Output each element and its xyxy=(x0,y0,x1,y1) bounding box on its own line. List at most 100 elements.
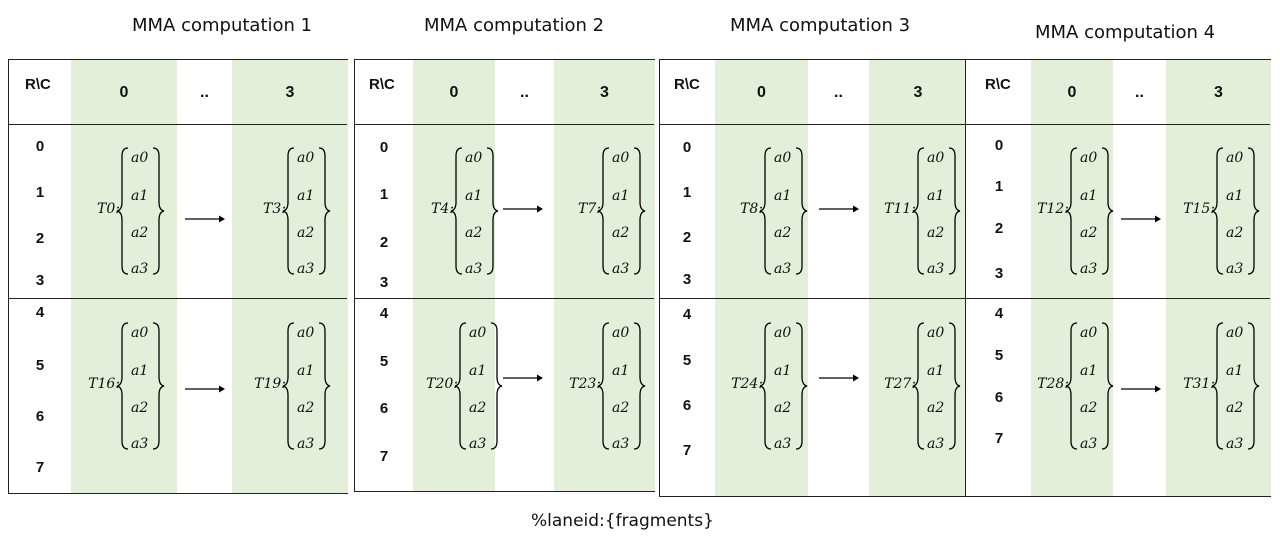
row-label-7: 7 xyxy=(682,442,692,459)
fragment-group: T12: a0 a1 a2 a3 xyxy=(1033,146,1123,277)
col-header-0: 0 xyxy=(449,84,459,101)
row-label-1: 1 xyxy=(379,186,389,203)
rc-header: R\C xyxy=(25,76,51,93)
fragment-label: a3 xyxy=(469,436,487,452)
fragment-label: a3 xyxy=(1080,436,1098,452)
row-label-6: 6 xyxy=(379,400,389,417)
arrow-icon xyxy=(185,385,225,393)
fragment-label: a3 xyxy=(612,261,630,277)
thread-label: T27: xyxy=(884,376,916,392)
fragment-label: a1 xyxy=(1080,188,1098,204)
fragment-label: a0 xyxy=(1226,150,1244,166)
fragment-label: a3 xyxy=(297,261,315,277)
col-header-dots: .. xyxy=(520,84,529,101)
brace-icon xyxy=(282,147,331,275)
brace-icon xyxy=(912,322,961,450)
thread-label: T8: xyxy=(740,201,763,217)
row-label-0: 0 xyxy=(682,139,692,156)
fragment-label: a0 xyxy=(131,325,149,341)
row-label-6: 6 xyxy=(994,389,1004,406)
fragment-label: a0 xyxy=(1080,150,1098,166)
fragment-label: a0 xyxy=(465,150,483,166)
fragment-label: a2 xyxy=(469,400,487,416)
thread-label: T4: xyxy=(431,201,454,217)
fragment-label: a1 xyxy=(297,363,315,379)
thread-label: T28: xyxy=(1037,376,1069,392)
fragment-label: a1 xyxy=(927,363,945,379)
row-label-6: 6 xyxy=(35,408,45,425)
row-label-2: 2 xyxy=(379,234,389,251)
row-label-7: 7 xyxy=(35,459,45,476)
row-label-2: 2 xyxy=(35,230,45,247)
col-header-3: 3 xyxy=(1214,84,1223,101)
row-label-3: 3 xyxy=(682,271,692,288)
fragment-label: a0 xyxy=(131,150,149,166)
fragment-label: a1 xyxy=(927,188,945,204)
col-header-0: 0 xyxy=(757,84,766,101)
rc-header: R\C xyxy=(674,76,700,93)
thread-label: T23: xyxy=(569,376,601,392)
brace-icon xyxy=(282,322,331,450)
fragment-label: a0 xyxy=(612,150,630,166)
thread-label: T7: xyxy=(578,201,601,217)
row-label-3: 3 xyxy=(994,265,1004,282)
thread-label: T16: xyxy=(88,376,120,392)
fragment-label: a0 xyxy=(927,150,945,166)
fragment-label: a3 xyxy=(131,436,149,452)
arrow-icon xyxy=(503,205,543,213)
thread-label: T15: xyxy=(1183,201,1215,217)
fragment-label: a1 xyxy=(131,363,149,379)
fragment-label: a3 xyxy=(131,261,149,277)
thread-label: T11: xyxy=(884,201,916,217)
fragment-label: a2 xyxy=(297,225,315,241)
fragment-label: a3 xyxy=(927,436,945,452)
fragment-label: a3 xyxy=(1226,261,1244,277)
row-label-4: 4 xyxy=(379,305,389,322)
fragment-label: a0 xyxy=(612,325,630,341)
fragment-label: a1 xyxy=(612,188,630,204)
brace-icon xyxy=(1211,147,1260,275)
brace-icon xyxy=(1065,147,1114,275)
brace-icon xyxy=(116,147,165,275)
arrow-icon xyxy=(185,215,225,223)
arrow-icon xyxy=(503,374,543,382)
col-header-3: 3 xyxy=(285,84,295,101)
thread-label: T3: xyxy=(263,201,286,217)
fragment-label: a3 xyxy=(1226,436,1244,452)
fragment-label: a2 xyxy=(131,225,149,241)
row-label-1: 1 xyxy=(35,184,45,201)
fragment-label: a3 xyxy=(774,436,792,452)
fragment-label: a2 xyxy=(1080,225,1098,241)
brace-icon xyxy=(450,147,499,275)
fragment-label: a0 xyxy=(297,325,315,341)
fragment-group: T7: a0 a1 a2 a3 xyxy=(565,146,655,277)
fragment-label: a2 xyxy=(1080,400,1098,416)
fragment-label: a3 xyxy=(612,436,630,452)
row-label-5: 5 xyxy=(35,357,45,374)
row-label-1: 1 xyxy=(994,178,1004,195)
fragment-label: a3 xyxy=(1080,261,1098,277)
fragment-label: a3 xyxy=(465,261,483,277)
row-label-4: 4 xyxy=(682,306,692,323)
thread-label: T19: xyxy=(254,376,286,392)
fragment-label: a0 xyxy=(297,150,315,166)
row-label-0: 0 xyxy=(994,137,1004,154)
row-label-4: 4 xyxy=(994,305,1004,322)
fragment-label: a2 xyxy=(612,225,630,241)
thread-label: T12: xyxy=(1037,201,1069,217)
row-label-3: 3 xyxy=(35,272,45,289)
col-header-0: 0 xyxy=(1067,84,1077,101)
arrow-icon xyxy=(819,374,859,382)
arrow-icon xyxy=(1121,215,1161,223)
fragment-label: a0 xyxy=(1226,325,1244,341)
fragment-label: a2 xyxy=(465,225,483,241)
